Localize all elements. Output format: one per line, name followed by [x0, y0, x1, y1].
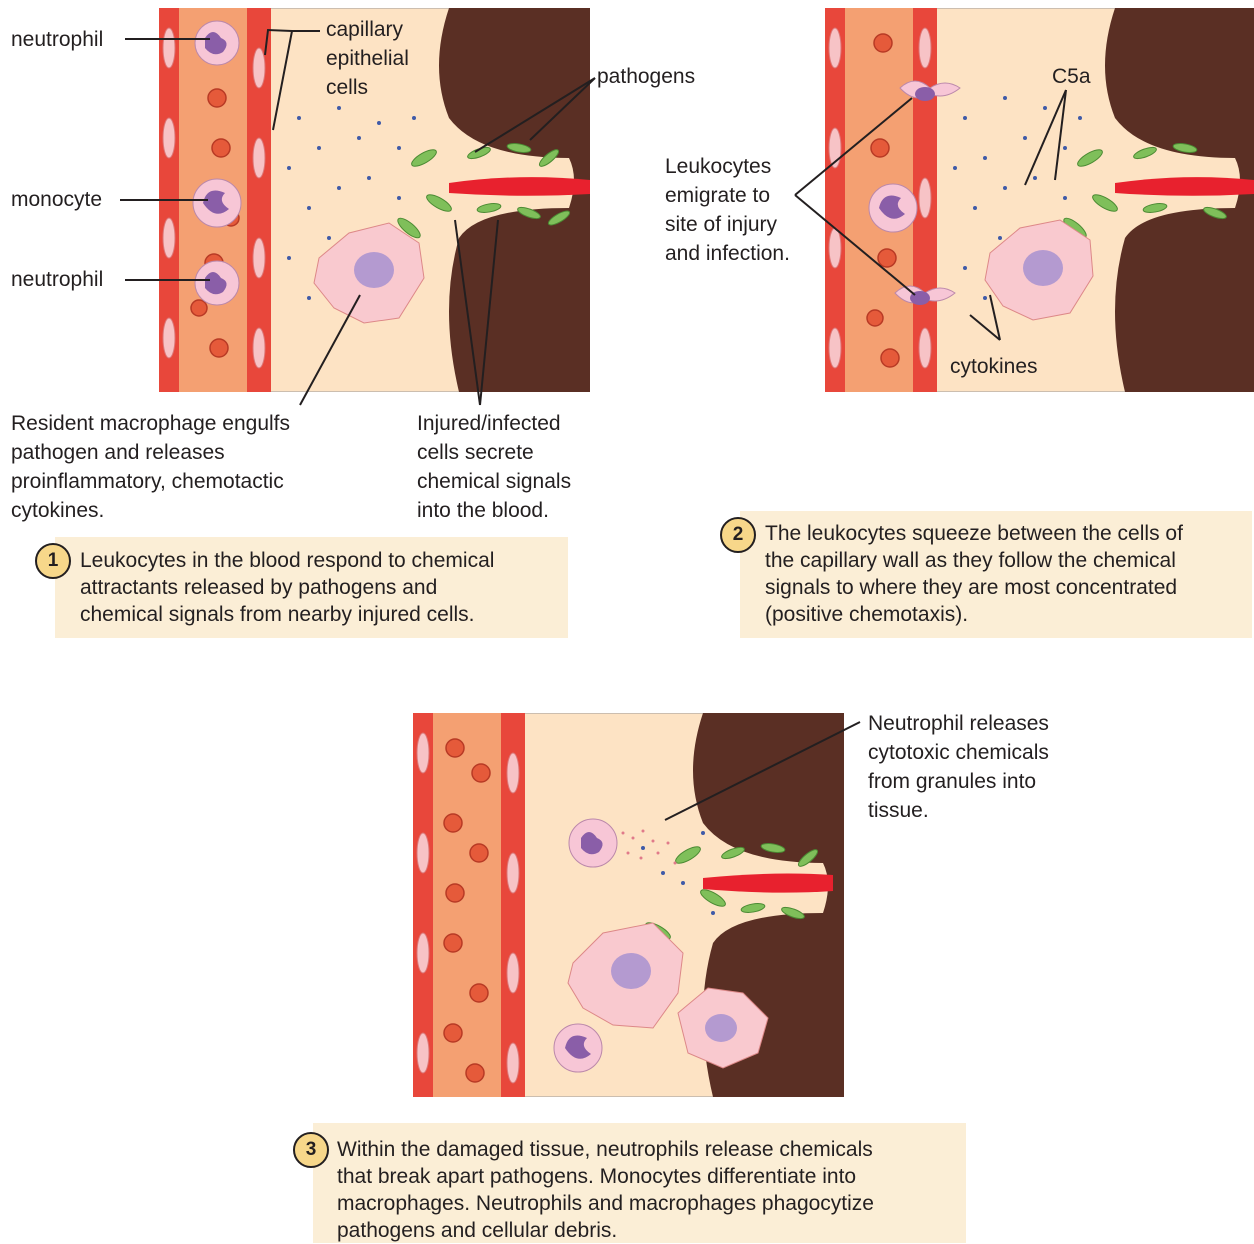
monocyte-cell: [193, 179, 241, 227]
step-number-1: 1: [35, 543, 71, 579]
caption-2-line3: signals to where they are most concentra…: [765, 574, 1177, 601]
neutrophil-releasing-granules: [569, 819, 617, 867]
monocyte-in-tissue: [554, 1024, 602, 1072]
label-neutrophil-releases-line4: tissue.: [868, 796, 929, 825]
step-number-3: 3: [293, 1132, 329, 1168]
caption-2-line4: (positive chemotaxis).: [765, 601, 968, 628]
label-macrophage-line2: pathogen and releases: [11, 438, 225, 467]
caption-2-line2: the capillary wall as they follow the ch…: [765, 547, 1176, 574]
label-capillary-line2: epithelial: [326, 44, 409, 73]
label-pathogens: pathogens: [597, 62, 695, 91]
label-neutrophil-releases-line3: from granules into: [868, 767, 1036, 796]
label-monocyte: monocyte: [11, 185, 102, 214]
label-injured-line1: Injured/infected: [417, 409, 561, 438]
caption-step-2: 2 The leukocytes squeeze between the cel…: [740, 511, 1252, 638]
panel-3-illustration: [413, 713, 844, 1097]
caption-3-line3: macrophages. Neutrophils and macrophages…: [337, 1190, 874, 1217]
label-leukocytes-line1: Leukocytes: [665, 152, 771, 181]
label-leukocytes-line2: emigrate to: [665, 181, 770, 210]
label-macrophage-line3: proinflammatory, chemotactic: [11, 467, 284, 496]
label-neutrophil-bottom: neutrophil: [11, 265, 103, 294]
label-leukocytes-line4: and infection.: [665, 239, 790, 268]
caption-2-line1: The leukocytes squeeze between the cells…: [765, 520, 1183, 547]
label-injured-line2: cells secrete: [417, 438, 534, 467]
panel-2-illustration: [825, 8, 1254, 392]
label-capillary-line1: capillary: [326, 15, 403, 44]
caption-1-line1: Leukocytes in the blood respond to chemi…: [80, 547, 494, 574]
panel-3-svg: [413, 713, 844, 1097]
label-neutrophil-top: neutrophil: [11, 25, 103, 54]
label-neutrophil-releases-line2: cytotoxic chemicals: [868, 738, 1049, 767]
monocyte-in-vessel: [869, 184, 917, 232]
step-number-2: 2: [720, 517, 756, 553]
label-cytokines: cytokines: [950, 352, 1038, 381]
panel-2-svg: [825, 8, 1254, 392]
label-c5a: C5a: [1052, 62, 1091, 91]
label-neutrophil-releases-line1: Neutrophil releases: [868, 709, 1049, 738]
caption-step-3: 3 Within the damaged tissue, neutrophils…: [313, 1123, 966, 1243]
caption-3-line4: pathogens and cellular debris.: [337, 1217, 617, 1244]
label-macrophage-line1: Resident macrophage engulfs: [11, 409, 290, 438]
neutrophil-cell-top: [195, 21, 239, 65]
neutrophil-cell-bottom: [195, 261, 239, 305]
label-capillary-line3: cells: [326, 73, 368, 102]
caption-3-line2: that break apart pathogens. Monocytes di…: [337, 1163, 856, 1190]
caption-step-1: 1 Leukocytes in the blood respond to che…: [55, 537, 568, 638]
label-macrophage-line4: cytokines.: [11, 496, 104, 525]
caption-3-line1: Within the damaged tissue, neutrophils r…: [337, 1136, 873, 1163]
caption-1-line3: chemical signals from nearby injured cel…: [80, 601, 475, 628]
label-leukocytes-line3: site of injury: [665, 210, 777, 239]
label-injured-line4: into the blood.: [417, 496, 549, 525]
label-injured-line3: chemical signals: [417, 467, 571, 496]
caption-1-line2: attractants released by pathogens and: [80, 574, 437, 601]
